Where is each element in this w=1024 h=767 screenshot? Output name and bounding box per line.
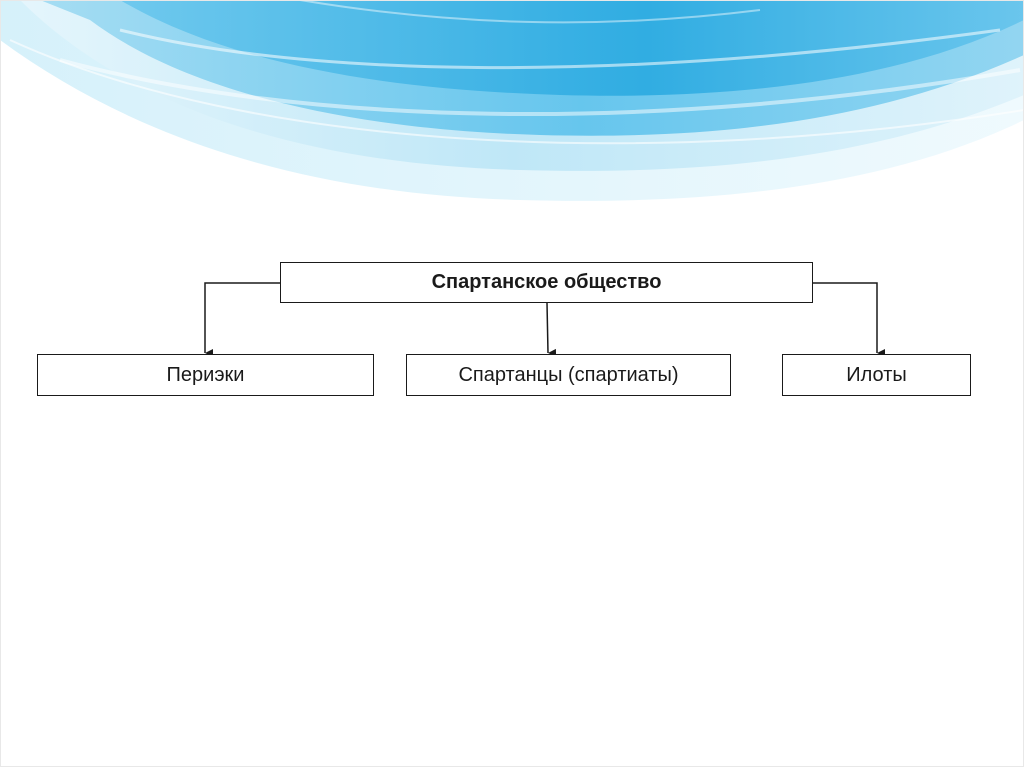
connector-to-spartans xyxy=(546,302,557,357)
node-spartan-society: Спартанское общество xyxy=(280,262,813,303)
node-spartiates: Спартанцы (спартиаты) xyxy=(406,354,731,396)
connector-to-helots xyxy=(813,282,885,357)
node-label: Периэки xyxy=(166,363,245,386)
node-label: Илоты xyxy=(846,363,907,386)
node-perieki: Периэки xyxy=(37,354,374,396)
connector-to-perieki xyxy=(204,282,280,357)
node-helots: Илоты xyxy=(782,354,971,396)
node-label: Спартанское общество xyxy=(431,271,662,293)
node-label: Спартанцы (спартиаты) xyxy=(458,363,679,386)
decorative-waves xyxy=(0,0,1024,201)
